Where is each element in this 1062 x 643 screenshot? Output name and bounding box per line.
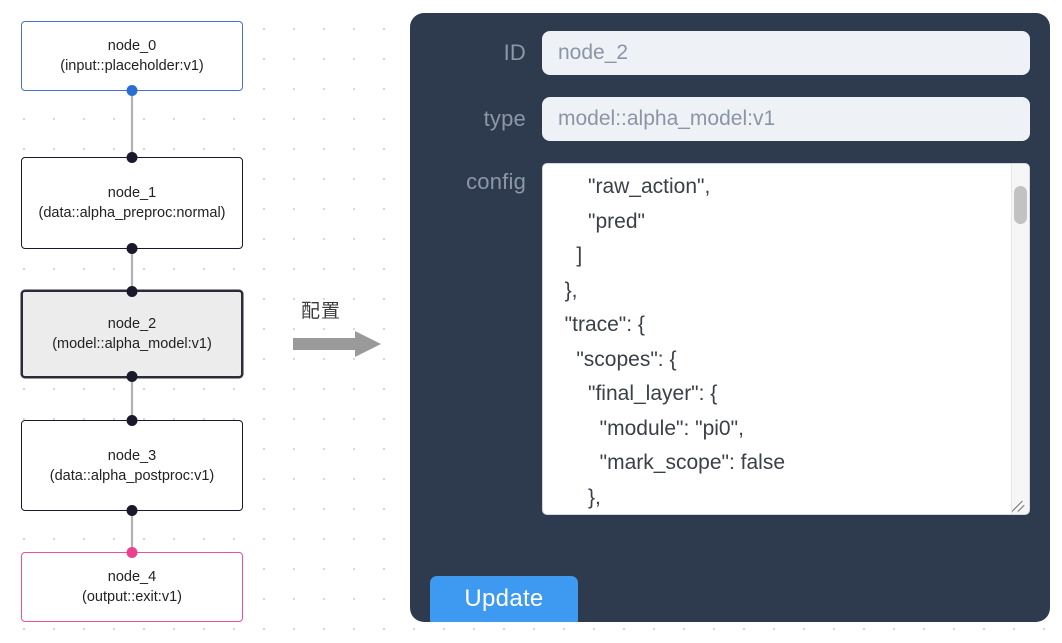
annotation-label: 配置 xyxy=(301,300,342,322)
type-field-label: type xyxy=(483,106,526,131)
update-button[interactable]: Update xyxy=(430,576,578,622)
node-id-label: node_3 xyxy=(107,447,157,464)
arrow-right-icon xyxy=(293,331,381,357)
node-handle-source[interactable] xyxy=(126,505,138,516)
node-handle-target[interactable] xyxy=(126,286,138,297)
node-handle-target[interactable] xyxy=(126,415,138,426)
node-type-label: (input::placeholder:v1) xyxy=(60,58,204,74)
node-type-label: (model::alpha_model:v1) xyxy=(52,336,212,352)
annotation-group: 配置 xyxy=(293,296,403,366)
field-row-id: ID xyxy=(430,31,1030,75)
config-scrollbar[interactable] xyxy=(1011,164,1029,514)
config-textarea-wrapper: "raw_action", "pred" ] }, "trace": { "sc… xyxy=(542,163,1030,515)
config-field-label: config xyxy=(466,169,526,194)
node-config-panel: ID type config "raw_action", "pred" ] },… xyxy=(410,13,1050,622)
node-handle-target[interactable] xyxy=(126,152,138,163)
type-input[interactable] xyxy=(542,97,1030,141)
node-id-label: node_2 xyxy=(107,316,157,332)
node-id-label: node_0 xyxy=(107,38,157,54)
node-id-label: node_4 xyxy=(107,569,157,585)
node-type-label: (output::exit:v1) xyxy=(82,589,182,605)
node-handle-target[interactable] xyxy=(126,547,138,558)
graph-node-node_4[interactable]: node_4 (output::exit:v1) xyxy=(21,547,243,622)
graph-node-node_0[interactable]: node_0 (input::placeholder:v1) xyxy=(21,21,243,96)
field-row-config: config "raw_action", "pred" ] }, "trace"… xyxy=(430,163,1030,515)
node-handle-source[interactable] xyxy=(126,243,138,254)
field-row-type: type xyxy=(430,97,1030,141)
graph-node-node_3[interactable]: node_3 (data::alpha_postproc:v1) xyxy=(21,415,243,516)
id-field-label: ID xyxy=(503,40,526,65)
node-type-label: (data::alpha_preproc:normal) xyxy=(38,205,226,221)
graph-node-node_2[interactable]: node_2 (model::alpha_model:v1) xyxy=(21,286,243,382)
graph-node-node_1[interactable]: node_1 (data::alpha_preproc:normal) xyxy=(21,152,243,254)
config-textarea[interactable]: "raw_action", "pred" ] }, "trace": { "sc… xyxy=(542,163,1030,515)
node-handle-source[interactable] xyxy=(126,371,138,382)
node-handle-source[interactable] xyxy=(126,85,138,96)
node-type-label: (data::alpha_postproc:v1) xyxy=(49,467,215,484)
id-input[interactable] xyxy=(542,31,1030,75)
node-id-label: node_1 xyxy=(107,185,157,201)
resize-grip-icon[interactable] xyxy=(1012,498,1028,514)
config-scrollbar-thumb[interactable] xyxy=(1014,186,1027,224)
